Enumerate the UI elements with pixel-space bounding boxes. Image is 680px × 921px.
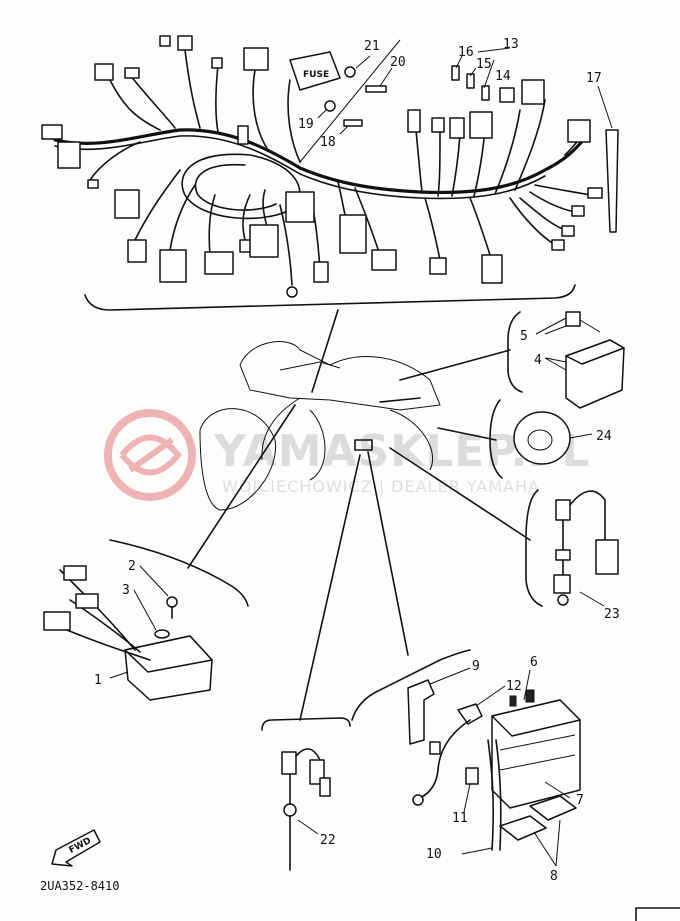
drawing-code: 2UA352-8410 bbox=[40, 879, 119, 893]
washer bbox=[324, 100, 336, 112]
part-number-6: 6 bbox=[530, 655, 538, 670]
connector bbox=[313, 261, 329, 283]
part-number-9: 9 bbox=[472, 659, 480, 674]
connector bbox=[87, 179, 99, 189]
part-number-11: 11 bbox=[452, 811, 468, 826]
connector bbox=[449, 117, 465, 139]
connector bbox=[481, 254, 503, 284]
fuse bbox=[481, 85, 490, 101]
connector bbox=[94, 63, 114, 81]
connector bbox=[551, 239, 565, 251]
relay-unit bbox=[507, 311, 625, 409]
leader-lines bbox=[187, 309, 531, 721]
fuse-holder: FUSE bbox=[289, 51, 387, 127]
connector bbox=[159, 249, 187, 283]
fuse bbox=[451, 65, 460, 81]
part-number-23: 23 bbox=[604, 607, 620, 622]
part-number-20: 20 bbox=[390, 55, 406, 70]
connector bbox=[567, 119, 591, 143]
relay-bracket bbox=[43, 539, 249, 701]
connector bbox=[114, 189, 140, 219]
connector bbox=[127, 239, 147, 263]
connector bbox=[561, 225, 575, 237]
connector bbox=[407, 109, 421, 133]
ring-terminal bbox=[286, 286, 298, 298]
connector bbox=[159, 35, 171, 47]
fuse bbox=[466, 73, 475, 89]
sensor-assembly bbox=[525, 489, 619, 607]
part-number-10: 10 bbox=[426, 847, 442, 862]
forward-arrow-icon: FWD bbox=[51, 829, 101, 867]
connector bbox=[429, 257, 447, 275]
part-number-5: 5 bbox=[520, 329, 528, 344]
part-number-22: 22 bbox=[320, 833, 336, 848]
horn bbox=[489, 399, 593, 479]
fuse-label: FUSE bbox=[303, 70, 329, 80]
part-number-18: 18 bbox=[320, 135, 336, 150]
connector bbox=[571, 205, 585, 217]
connector bbox=[371, 249, 397, 271]
part-number-14: 14 bbox=[495, 69, 511, 84]
connector bbox=[243, 47, 269, 71]
connector bbox=[124, 67, 140, 79]
cable-tie bbox=[605, 129, 619, 233]
part-number-19: 19 bbox=[298, 117, 314, 132]
connector bbox=[177, 35, 193, 51]
motorcycle-outline bbox=[199, 341, 441, 511]
watermark-logo bbox=[104, 409, 196, 501]
part-number-12: 12 bbox=[506, 679, 522, 694]
part-number-2: 2 bbox=[128, 559, 136, 574]
screw bbox=[343, 119, 363, 127]
connector bbox=[469, 111, 493, 139]
part-numbers: 13 16 15 14 17 21 20 19 18 5 4 24 23 2 3… bbox=[94, 37, 620, 884]
connector bbox=[339, 214, 367, 254]
connector bbox=[204, 251, 234, 275]
part-number-3: 3 bbox=[122, 583, 130, 598]
part-number-17: 17 bbox=[586, 71, 602, 86]
connector bbox=[57, 141, 81, 169]
part-number-21: 21 bbox=[364, 39, 380, 54]
washer bbox=[344, 66, 356, 78]
part-number-7: 7 bbox=[576, 793, 584, 808]
part-number-16: 16 bbox=[458, 45, 474, 60]
connector bbox=[499, 87, 515, 103]
part-number-1: 1 bbox=[94, 673, 102, 688]
connector bbox=[285, 191, 315, 223]
part-number-4: 4 bbox=[534, 353, 542, 368]
connector bbox=[587, 187, 603, 199]
connector bbox=[211, 57, 223, 69]
screw bbox=[365, 85, 387, 93]
part-number-8: 8 bbox=[550, 869, 558, 884]
corner-frame bbox=[635, 907, 680, 921]
wire-harness: FUSE bbox=[41, 35, 619, 311]
connector bbox=[41, 124, 63, 140]
battery-assembly bbox=[351, 649, 581, 867]
switch-sensor bbox=[261, 717, 351, 871]
connector bbox=[249, 224, 279, 258]
part-number-13: 13 bbox=[503, 37, 519, 52]
harness-band bbox=[237, 125, 249, 145]
part-number-24: 24 bbox=[596, 429, 612, 444]
watermark-subtitle: WOJCIECHOWICZ | DEALER YAMAHA bbox=[222, 477, 540, 496]
connector bbox=[431, 117, 445, 133]
connector bbox=[521, 79, 545, 105]
part-number-15: 15 bbox=[476, 57, 492, 72]
screw bbox=[565, 311, 581, 327]
